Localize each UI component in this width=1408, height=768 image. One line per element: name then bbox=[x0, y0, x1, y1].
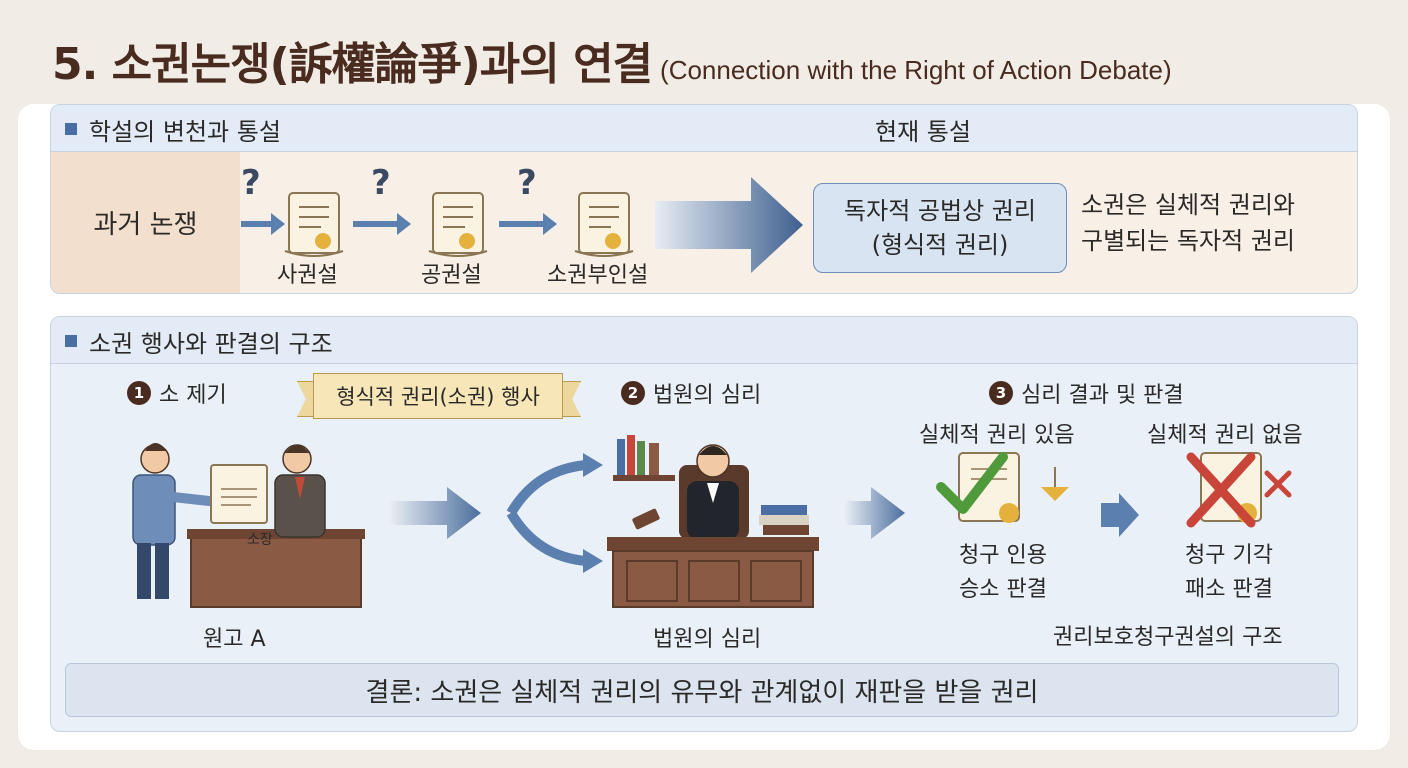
court-label: 법원의 심리 bbox=[653, 627, 762, 652]
court-judge-illustration bbox=[607, 435, 819, 608]
section-heading: 소권 행사와 판결의 구조 bbox=[89, 330, 333, 358]
theory-label-denial: 소권부인설 bbox=[547, 263, 649, 288]
theory-sequence-graphic bbox=[241, 177, 803, 273]
structure-label: 권리보호청구권설의 구조 bbox=[1053, 625, 1283, 650]
step-filing: 1 소 제기 bbox=[127, 377, 227, 409]
outcome-yes-result: 청구 인용 승소 판결 bbox=[959, 539, 1047, 607]
past-debate-label: 과거 논쟁 bbox=[51, 152, 240, 293]
panel-header: 소권 행사와 판결의 구조 bbox=[51, 317, 1357, 364]
panel-header: 학설의 변천과 통설 현재 통설 bbox=[51, 105, 1357, 152]
outcome-no-line1: 청구 기각 bbox=[1185, 543, 1273, 568]
conclusion-banner: 결론: 소권은 실체적 권리의 유무와 관계없이 재판을 받을 권리 bbox=[65, 663, 1339, 717]
small-arrow-icon bbox=[241, 213, 285, 235]
current-view-line1: 독자적 공법상 권리 bbox=[844, 197, 1036, 225]
scroll-icon bbox=[574, 192, 634, 257]
scroll-icon bbox=[428, 192, 488, 257]
step-label: 소 제기 bbox=[159, 383, 227, 408]
theory-label-public-right: 공권설 bbox=[421, 263, 482, 288]
question-mark-icon: ? bbox=[241, 163, 261, 203]
step-hearing: 2 법원의 심리 bbox=[621, 377, 761, 409]
step-number: 3 bbox=[989, 381, 1013, 405]
outcome-no-title: 실체적 권리 없음 bbox=[1147, 423, 1303, 448]
theory-history-panel: 학설의 변천과 통설 현재 통설 과거 논쟁 bbox=[50, 104, 1358, 294]
small-arrow-icon bbox=[1101, 493, 1139, 537]
granted-scroll-icon bbox=[936, 452, 1069, 523]
scroll-icon bbox=[284, 192, 344, 257]
document-label: 소장 bbox=[247, 532, 273, 548]
question-mark-icon: ? bbox=[517, 163, 537, 203]
outcome-yes-title: 실체적 권리 있음 bbox=[919, 423, 1075, 448]
step-number: 2 bbox=[621, 381, 645, 405]
plaintiff-label: 원고 A bbox=[203, 627, 266, 652]
big-arrow-icon bbox=[655, 177, 803, 273]
current-view-heading: 현재 통설 bbox=[875, 118, 971, 146]
step-judgment: 3 심리 결과 및 판결 bbox=[989, 377, 1184, 409]
small-arrow-icon bbox=[499, 213, 557, 235]
flow-arrow-icon bbox=[387, 487, 481, 539]
page-title: 5. 소권논쟁(訴權論爭)과의 연결 (Connection with the … bbox=[52, 28, 1172, 98]
step-label: 법원의 심리 bbox=[653, 383, 762, 408]
plaintiff-filing-illustration bbox=[132, 443, 365, 608]
formal-right-ribbon: 형식적 권리(소권) 행사 bbox=[313, 373, 563, 419]
outcome-yes-line2: 승소 판결 bbox=[959, 577, 1047, 602]
flow-arrow-icon bbox=[843, 487, 905, 539]
theory-label-private-right: 사권설 bbox=[277, 263, 338, 288]
bullet-square-icon bbox=[65, 123, 77, 135]
current-view-description: 소권은 실체적 권리와 구별되는 독자적 권리 bbox=[1081, 187, 1295, 259]
small-arrow-icon bbox=[353, 213, 411, 235]
dismissed-scroll-icon bbox=[1186, 452, 1292, 528]
outcome-no-result: 청구 기각 패소 판결 bbox=[1185, 539, 1273, 607]
section-heading: 학설의 변천과 통설 bbox=[89, 118, 281, 146]
description-line1: 소권은 실체적 권리와 bbox=[1081, 191, 1295, 219]
description-line2: 구별되는 독자적 권리 bbox=[1081, 227, 1295, 255]
outcome-no-line2: 패소 판결 bbox=[1185, 577, 1273, 602]
process-illustration bbox=[132, 435, 1292, 608]
split-arrow-icon bbox=[506, 460, 588, 566]
current-view-box: 독자적 공법상 권리 (형식적 권리) bbox=[813, 183, 1067, 273]
outcome-yes-line1: 청구 인용 bbox=[959, 543, 1047, 568]
bullet-square-icon bbox=[65, 335, 77, 347]
step-number: 1 bbox=[127, 381, 151, 405]
action-structure-panel: 소권 행사와 판결의 구조 1 소 제기 2 법원의 심리 3 심리 결과 및 … bbox=[50, 316, 1358, 732]
step-label: 심리 결과 및 판결 bbox=[1021, 383, 1184, 408]
title-main: 5. 소권논쟁(訴權論爭)과의 연결 bbox=[52, 39, 653, 90]
question-mark-icon: ? bbox=[371, 163, 391, 203]
title-subtitle: (Connection with the Right of Action Deb… bbox=[660, 55, 1172, 85]
current-view-line2: (형식적 권리) bbox=[871, 231, 1009, 259]
